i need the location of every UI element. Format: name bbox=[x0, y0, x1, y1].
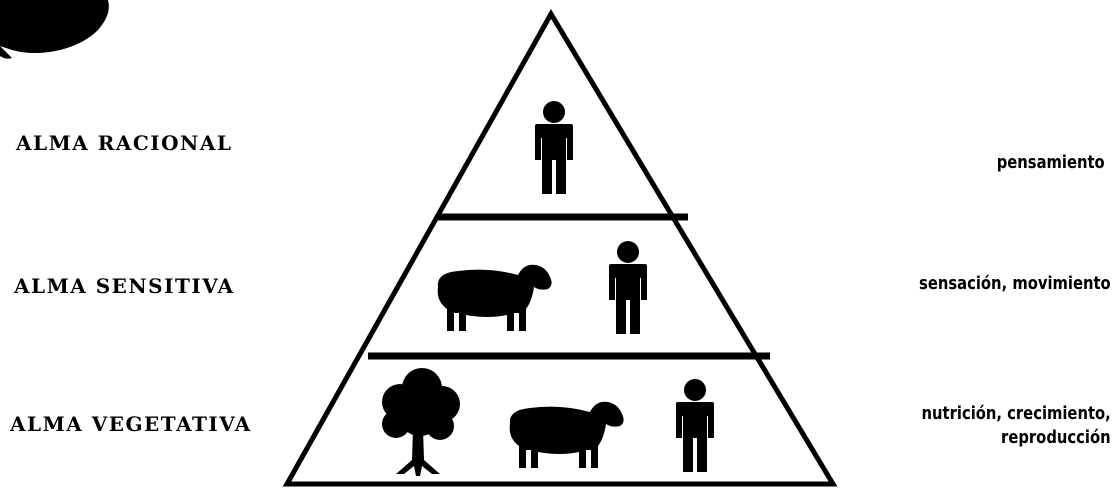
level-label-vegetativa: ALMA VEGETATIVA bbox=[10, 412, 252, 436]
sheep-icon bbox=[510, 402, 624, 468]
human-icon bbox=[609, 241, 647, 334]
level-description-vegetativa-line1: nutrición, crecimiento, bbox=[922, 403, 1111, 425]
level-label-sensitiva: ALMA SENSITIVA bbox=[14, 274, 235, 298]
ink-blot-decoration bbox=[0, 0, 109, 59]
level-description-vegetativa-line2: reproducción bbox=[1001, 427, 1111, 449]
human-icon bbox=[676, 379, 714, 472]
level-description-sensitiva: sensación, movimiento bbox=[919, 273, 1111, 295]
sheep-icon bbox=[438, 265, 552, 331]
level-description-racional: pensamiento bbox=[997, 152, 1105, 174]
human-icon bbox=[535, 101, 573, 194]
level-label-racional: ALMA RACIONAL bbox=[16, 131, 232, 155]
tree-icon bbox=[382, 368, 460, 476]
